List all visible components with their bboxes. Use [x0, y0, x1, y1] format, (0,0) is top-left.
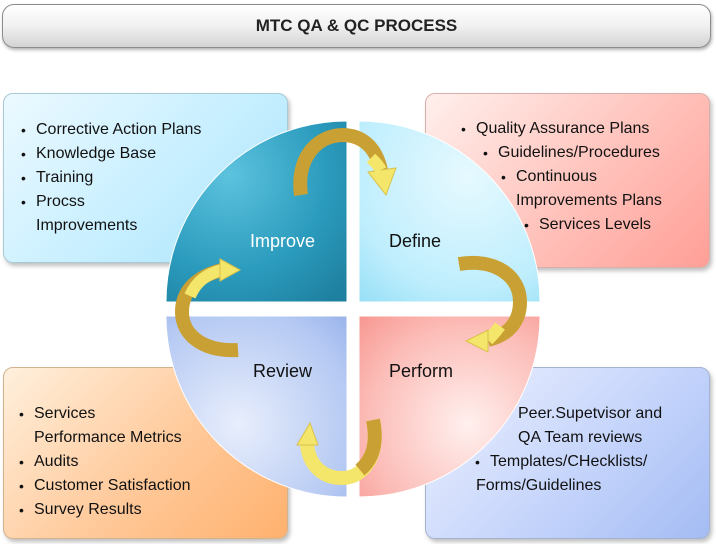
list-item: Procss: [18, 190, 201, 214]
list-item: Training: [18, 166, 201, 190]
list-item: Continuous: [498, 165, 662, 189]
list-item: Survey Results: [16, 498, 191, 522]
perform-quadrant: [358, 315, 541, 498]
arrow-review-to-improve-icon: [174, 258, 242, 358]
title-bar: MTC QA & QC PROCESS: [2, 4, 711, 48]
arrow-define-to-perform-icon: [457, 255, 528, 353]
list-item: Guidelines/Procedures: [480, 141, 660, 165]
perform-label: Perform: [389, 361, 453, 381]
arrow-perform-to-review-icon: [296, 418, 382, 486]
list-item: Corrective Action Plans: [18, 118, 201, 142]
list-item: Services Levels: [521, 213, 651, 237]
list-item: Templates/CHecklists/: [472, 450, 647, 474]
list-item: Quality Assurance Plans: [458, 117, 649, 141]
improve-label: Improve: [250, 231, 315, 251]
list-item-continuation: Performance Metrics: [34, 429, 182, 446]
review-label: Review: [253, 361, 313, 381]
list-item-continuation: Forms/Guidelines: [476, 477, 602, 494]
list-item-continuation: QA Team reviews: [518, 429, 643, 446]
page-title: MTC QA & QC PROCESS: [255, 16, 458, 35]
define-quadrant: [358, 120, 541, 303]
arrow-improve-to-define-icon: [293, 127, 397, 197]
list-item-continuation: Improvements: [36, 217, 138, 234]
list-item: Knowledge Base: [18, 142, 201, 166]
define-label: Define: [389, 231, 441, 251]
list-item-continuation: Improvements Plans: [516, 192, 662, 209]
list-item: Audits: [16, 450, 191, 474]
list-item: Services: [16, 402, 191, 426]
list-item: Customer Satisfaction: [16, 474, 191, 498]
